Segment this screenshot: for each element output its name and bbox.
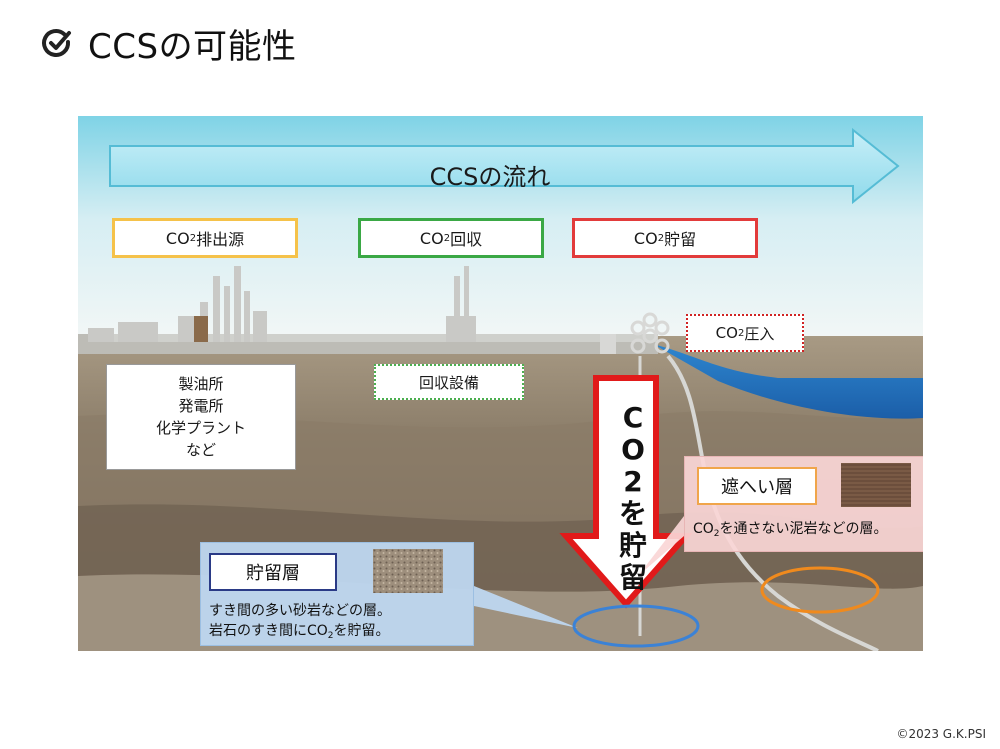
- caprock-desc-suffix: を通さない泥岩などの層。: [719, 521, 888, 537]
- reservoir-desc-line2: 岩石のすき間にCO2を貯留。: [209, 621, 391, 646]
- reservoir-desc-line2-suffix: を貯留。: [333, 623, 390, 639]
- ccs-flow-arrow: [109, 127, 900, 205]
- reservoir-callout-pointer: [474, 586, 578, 628]
- reservoir-description: すき間の多い砂岩などの層。 岩石のすき間にCO2を貯留。: [209, 601, 391, 646]
- source-item: 製油所: [178, 375, 224, 393]
- stage-storage-suffix: 貯留: [664, 230, 697, 249]
- caprock-ellipse: [760, 566, 880, 614]
- reservoir-callout: 貯留層 すき間の多い砂岩などの層。 岩石のすき間にCO2を貯留。: [200, 542, 474, 646]
- sandstone-sample-image: [373, 549, 443, 593]
- sea: [653, 344, 923, 419]
- injection-well-pipe: [666, 354, 879, 651]
- injection-wellhead: [630, 312, 670, 354]
- arrow-char: を: [618, 497, 647, 530]
- arrow-char: O: [621, 433, 645, 466]
- stage-capture-prefix: CO: [419, 228, 444, 248]
- pipeline: [98, 334, 658, 342]
- arrow-char: 貯: [618, 529, 647, 562]
- stage-capture-suffix: 回収: [450, 230, 483, 249]
- slide-title: CCSの可能性: [40, 18, 297, 68]
- flow-label: CCSの流れ: [429, 162, 551, 191]
- source-item: 発電所: [178, 397, 224, 415]
- check-circle-icon: [42, 28, 71, 57]
- store-co2-down-arrow: [559, 375, 693, 609]
- injection-prefix: CO: [715, 324, 738, 342]
- injection-suffix: 圧入: [744, 324, 775, 343]
- reservoir-ellipse: [572, 604, 700, 648]
- stage-source-suffix: 排出源: [196, 230, 245, 249]
- arrow-char: 留: [618, 561, 647, 594]
- injection-building: [600, 334, 616, 354]
- stage-storage-sub: 2: [657, 232, 665, 244]
- mudstone-sample-image: [841, 463, 911, 507]
- caprock-description: CO2を通さない泥岩などの層。: [693, 519, 888, 544]
- arrow-char: 2: [623, 465, 643, 498]
- reservoir-desc-line2-prefix: 岩石のすき間にCO: [209, 623, 328, 639]
- caprock-callout: 遮へい層 CO2を通さない泥岩などの層。: [684, 456, 923, 552]
- stage-capture-sub: 2: [443, 232, 451, 244]
- stage-source-sub: 2: [189, 232, 197, 244]
- refinery-tank: [194, 316, 208, 342]
- stage-source-prefix: CO: [165, 228, 190, 248]
- store-co2-arrow-text: C O 2 を 貯 留: [618, 402, 648, 594]
- reservoir-title: 貯留層: [209, 553, 337, 591]
- source-item: 化学プラント: [155, 419, 246, 437]
- capture-plant-towers: [446, 266, 476, 342]
- emission-sources-box: 製油所 発電所 化学プラント など: [106, 364, 296, 470]
- reservoir-desc-line2-sub: 2: [327, 631, 334, 641]
- caprock-desc-prefix: CO: [693, 521, 714, 537]
- caprock-title: 遮へい層: [697, 467, 817, 505]
- copyright: ©2023 G.K.PSI: [896, 727, 986, 741]
- page-title: CCSの可能性: [88, 26, 297, 67]
- source-item: など: [185, 441, 216, 459]
- injection-sub: 2: [737, 327, 745, 339]
- stage-storage-prefix: CO: [633, 228, 658, 248]
- caprock-desc-sub: 2: [713, 529, 720, 539]
- reservoir-desc-line1: すき間の多い砂岩などの層。: [209, 603, 391, 619]
- capture-facility-label: 回収設備: [374, 364, 524, 400]
- arrow-char: C: [622, 401, 644, 434]
- caprock-callout-pointer: [638, 516, 684, 576]
